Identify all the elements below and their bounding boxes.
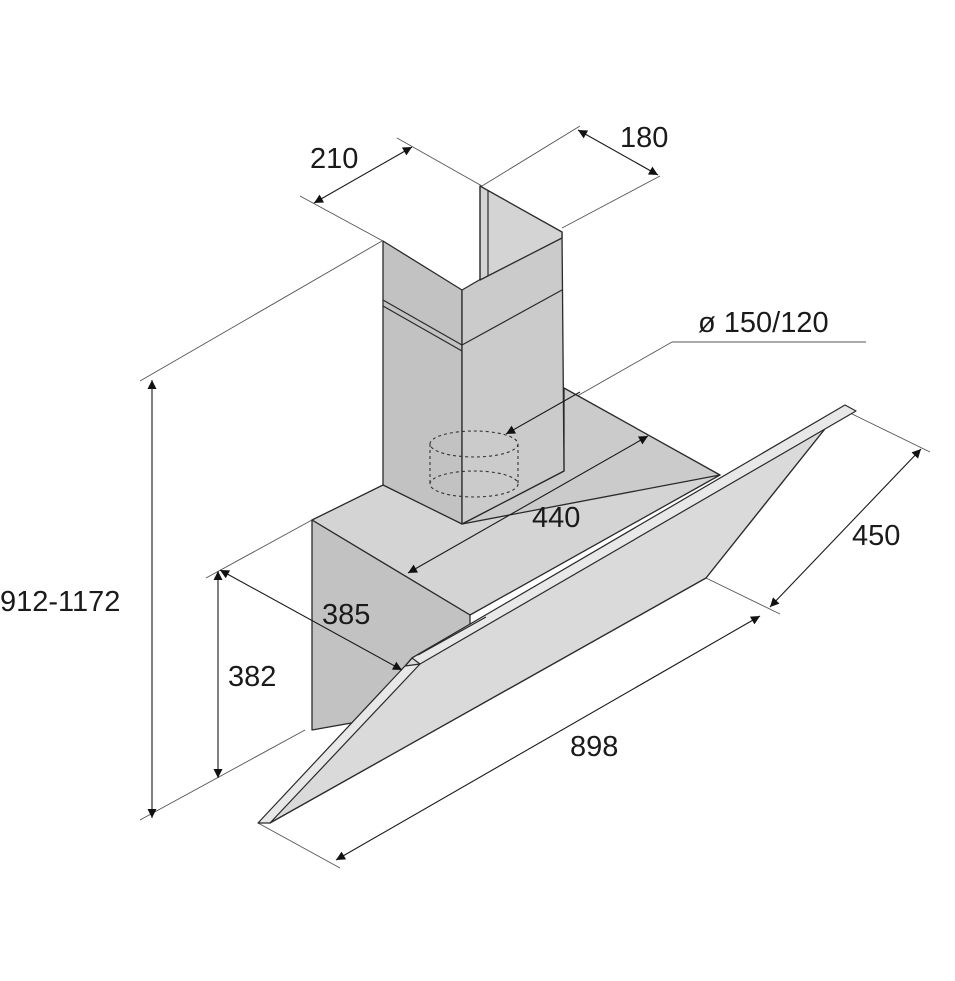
dimension-labels: 210 180 ø 150/120 440 450 912-1172 385 3… — [0, 122, 900, 763]
dim-line-180 — [577, 129, 659, 176]
dim-line-898 — [335, 615, 761, 861]
dim-line-450 — [769, 448, 922, 608]
chimney-left-face — [382, 240, 463, 525]
label-chimney-depth: 180 — [620, 122, 668, 154]
chimney-joint-right — [461, 289, 563, 346]
dimension-lines — [147, 129, 922, 861]
label-body-width: 440 — [532, 502, 580, 534]
label-overall-width: 898 — [570, 731, 618, 763]
dim-line-duct — [505, 391, 581, 435]
chimney — [382, 185, 565, 525]
dim-line-210 — [313, 146, 413, 204]
label-total-height: 912-1172 — [0, 586, 120, 618]
chimney-joint-left — [382, 299, 463, 346]
label-body-height: 382 — [228, 661, 276, 693]
dim-line-440 — [407, 435, 649, 574]
label-glass-depth: 450 — [852, 520, 900, 552]
label-duct-diameter: ø 150/120 — [698, 307, 829, 339]
label-body-depth: 385 — [322, 599, 370, 631]
label-chimney-width: 210 — [310, 143, 358, 175]
